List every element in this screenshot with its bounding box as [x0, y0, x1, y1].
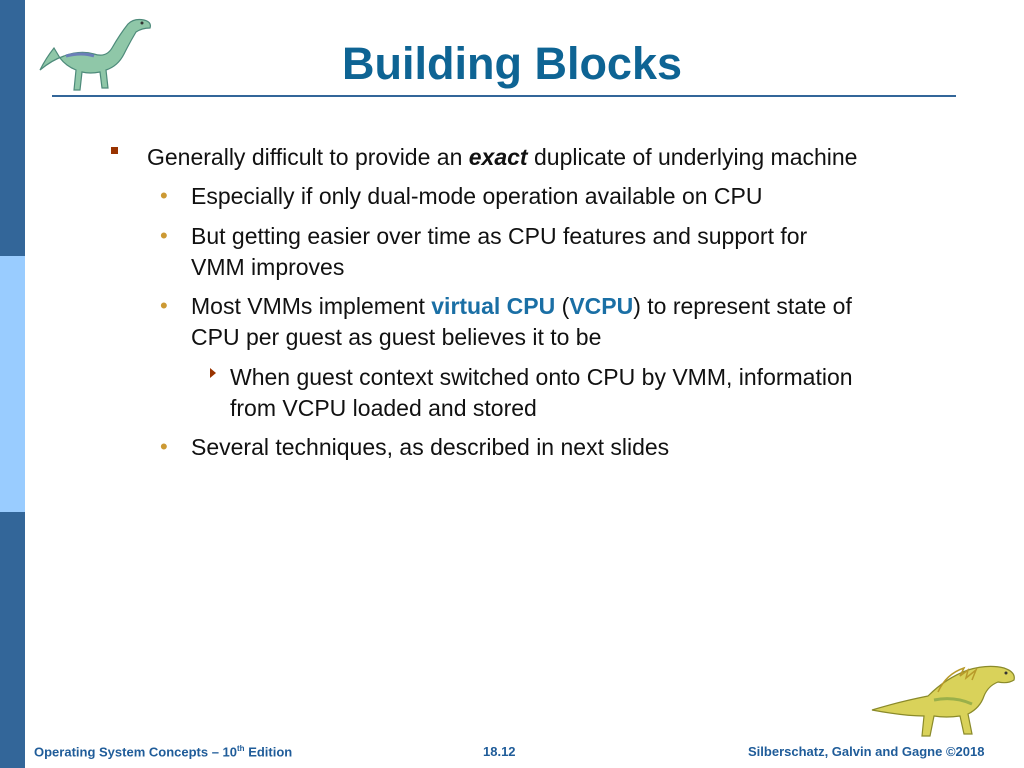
bullet-item-3-line-1: But getting easier over time as CPU feat…: [191, 223, 808, 249]
vcpu-term: VCPU: [569, 293, 634, 319]
bullet-1-text-start: Generally difficult to provide an: [147, 144, 469, 170]
bullet-item-2: Especially if only dual-mode operation a…: [191, 183, 763, 209]
bullet-1-emphasis: exact: [468, 144, 528, 170]
bullet-item-5-line-1: When guest context switched onto CPU by …: [230, 364, 853, 390]
dot-bullet-icon: •: [160, 434, 168, 459]
left-bar-middle: [0, 256, 25, 512]
bullet-item-1: Generally difficult to provide an exact …: [147, 142, 857, 172]
footer-copyright: Silberschatz, Galvin and Gagne ©2018: [748, 744, 985, 759]
dot-bullet-icon: •: [160, 183, 168, 208]
bullet-item-3-line-2: VMM improves: [191, 254, 345, 280]
footer-book-title: Operating System Concepts – 10th Edition: [34, 744, 292, 759]
footer-book-text: Operating System Concepts – 10: [34, 744, 238, 760]
footer-book-superscript: th: [237, 744, 245, 753]
dinosaur-top-icon: [39, 18, 151, 91]
bullet-item-4-line-2: CPU per guest as guest believes it to be: [191, 324, 602, 350]
bullet-item-6: Several techniques, as described in next…: [191, 434, 670, 460]
title-divider: [52, 95, 956, 97]
dinosaur-bottom-icon: [871, 665, 1015, 737]
dot-bullet-icon: •: [160, 223, 168, 248]
bullet-4-text-end: ) to represent state of: [633, 293, 852, 319]
bullet-4-paren-open: (: [555, 293, 570, 319]
slide-title: Building Blocks: [341, 38, 683, 89]
dot-bullet-icon: •: [160, 293, 168, 318]
footer-page-number: 18.12: [483, 744, 516, 759]
virtual-cpu-term: virtual CPU: [431, 293, 556, 319]
bullet-item-4-line-1: Most VMMs implement virtual CPU (VCPU) t…: [191, 291, 852, 321]
left-bar-bottom: [0, 512, 25, 768]
left-bar-top: [0, 0, 25, 256]
bullet-1-text-end: duplicate of underlying machine: [527, 144, 858, 170]
bullet-4-text-start: Most VMMs implement: [191, 293, 432, 319]
footer-book-edition: Edition: [244, 744, 293, 760]
bullet-item-5-line-2: from VCPU loaded and stored: [230, 395, 537, 421]
square-bullet-icon: [111, 147, 118, 154]
triangle-bullet-icon: [210, 368, 216, 378]
